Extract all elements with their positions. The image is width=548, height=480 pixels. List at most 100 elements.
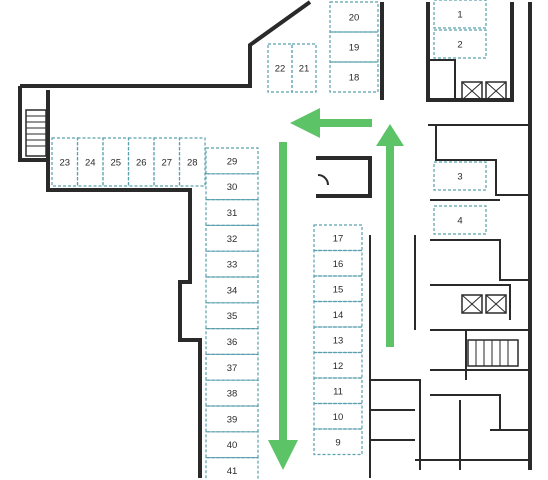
parking-space-number: 17: [333, 233, 344, 244]
parking-space-outline: [433, 205, 487, 235]
parking-space-number: 24: [85, 158, 96, 169]
parking-space-number: 10: [333, 412, 344, 423]
parking-space-number: 13: [333, 335, 344, 346]
parking-space-number: 23: [59, 158, 70, 169]
parking-space-number: 12: [333, 361, 344, 372]
parking-space-number: 35: [227, 311, 238, 322]
parking-space-outline: [329, 1, 379, 33]
parking-space-number: 29: [227, 156, 238, 167]
parking-space-number: 9: [335, 437, 340, 448]
parking-space: 14: [313, 300, 363, 328]
parking-space-outline: [313, 275, 363, 303]
parking-space: 27: [153, 137, 181, 187]
parking-space-number: 16: [333, 259, 344, 270]
parking-space-outline: [313, 428, 363, 456]
parking-space: 30: [205, 173, 259, 201]
parking-space: 31: [205, 199, 259, 227]
parking-space-outline: [205, 379, 259, 407]
parking-space: 34: [205, 276, 259, 304]
parking-space-number: 15: [333, 284, 344, 295]
parking-space: 20: [329, 1, 379, 33]
stairs-icon: [467, 339, 519, 367]
parking-space-outline: [291, 43, 317, 93]
parking-space: 11: [313, 377, 363, 405]
parking-space: 10: [313, 402, 363, 430]
parking-space-outline: [313, 300, 363, 328]
parking-space-number: 3: [457, 172, 462, 183]
parking-space-number: 26: [136, 158, 147, 169]
parking-space: 35: [205, 302, 259, 330]
parking-space-outline: [313, 249, 363, 277]
stairs-icon: [25, 109, 47, 157]
parking-space-outline: [329, 31, 379, 63]
parking-space: 13: [313, 326, 363, 354]
parking-space-number: 38: [227, 389, 238, 400]
parking-space: 2: [433, 29, 487, 59]
parking-space: 36: [205, 328, 259, 356]
parking-space-number: 41: [227, 466, 238, 477]
parking-space-number: 39: [227, 414, 238, 425]
parking-space: 16: [313, 249, 363, 277]
parking-space-outline: [313, 351, 363, 379]
parking-space-outline: [433, 29, 487, 59]
parking-space-outline: [127, 137, 155, 187]
parking-space-number: 40: [227, 440, 238, 451]
parking-space-number: 14: [333, 310, 344, 321]
parking-space-outline: [205, 147, 259, 175]
parking-space-outline: [51, 137, 79, 187]
parking-space-outline: [205, 250, 259, 278]
elevator-icon: [461, 81, 507, 101]
parking-space-outline: [313, 224, 363, 252]
parking-space: 40: [205, 431, 259, 459]
parking-space-outline: [76, 137, 104, 187]
parking-space: 38: [205, 379, 259, 407]
parking-space: 25: [102, 137, 130, 187]
parking-space: 17: [313, 224, 363, 252]
parking-space-outline: [313, 402, 363, 430]
parking-space-outline: [102, 137, 130, 187]
arrow-icon: [376, 124, 404, 347]
parking-space: 29: [205, 147, 259, 175]
parking-space-number: 34: [227, 285, 238, 296]
parking-space: 4: [433, 205, 487, 235]
parking-space: 3: [433, 161, 487, 191]
parking-space: 21: [291, 43, 317, 93]
parking-space-number: 37: [227, 363, 238, 374]
parking-space: 15: [313, 275, 363, 303]
parking-space: 41: [205, 457, 259, 480]
parking-space-number: 11: [333, 386, 343, 397]
parking-space: 22: [267, 43, 293, 93]
parking-space: 18: [329, 61, 379, 93]
parking-space: 39: [205, 405, 259, 433]
parking-space: 23: [51, 137, 79, 187]
parking-space: 12: [313, 351, 363, 379]
parking-space: 9: [313, 428, 363, 456]
parking-space-number: 27: [161, 158, 172, 169]
parking-space-outline: [205, 224, 259, 252]
parking-space-outline: [205, 431, 259, 459]
parking-space-outline: [205, 457, 259, 480]
parking-space: 28: [178, 137, 206, 187]
parking-space-number: 28: [187, 158, 198, 169]
parking-space-outline: [433, 161, 487, 191]
parking-space: 33: [205, 250, 259, 278]
parking-space-outline: [205, 173, 259, 201]
parking-space-outline: [205, 276, 259, 304]
parking-space-number: 4: [457, 216, 462, 227]
parking-space-outline: [329, 61, 379, 93]
parking-space-outline: [153, 137, 181, 187]
parking-space-outline: [205, 405, 259, 433]
parking-space-number: 22: [275, 64, 286, 75]
parking-space-number: 2: [457, 40, 462, 51]
arrow-icon: [268, 142, 298, 470]
parking-space-number: 20: [349, 13, 360, 24]
elevator-icon: [461, 294, 507, 314]
parking-space: 24: [76, 137, 104, 187]
parking-space-outline: [433, 0, 487, 29]
parking-space-number: 33: [227, 260, 238, 271]
parking-space: 37: [205, 353, 259, 381]
parking-space-number: 1: [457, 10, 462, 21]
parking-space: 26: [127, 137, 155, 187]
